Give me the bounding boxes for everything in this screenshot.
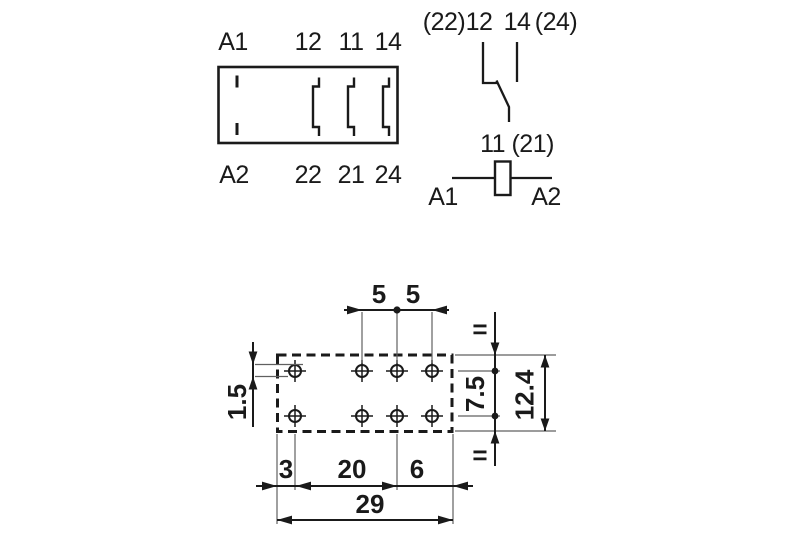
- common-terminal-label: 11 (21): [480, 130, 554, 158]
- arrowhead: [248, 351, 258, 365]
- contact-bracket-3: [381, 77, 391, 136]
- arrowhead: [540, 418, 550, 431]
- dim-row-spacing: 7.5: [460, 376, 490, 412]
- hole: [351, 360, 373, 382]
- arrowhead: [540, 355, 550, 368]
- dim-total-width: 29: [356, 489, 385, 519]
- arrowhead: [438, 515, 453, 525]
- dim-total-height: 12.4: [510, 369, 540, 420]
- equal-mark-top: =: [472, 314, 487, 344]
- terminal-label-24: (24): [535, 8, 577, 36]
- contact-schematic: (22) 12 14 (24) 11 (21) A1 A2: [423, 8, 578, 211]
- pcb-footprint: 5 5 1.5 = = 7.5: [222, 279, 556, 525]
- dimension-node-dot: [393, 306, 401, 314]
- coil-terminal-a2: A2: [531, 183, 561, 211]
- dimension-width: 3 20 6 29: [256, 434, 473, 525]
- hole: [421, 405, 443, 427]
- dim-hole-offset: 1.5: [222, 384, 252, 420]
- hole: [386, 360, 408, 382]
- pin-label-a1: A1: [218, 28, 248, 56]
- mounting-holes: [284, 360, 443, 427]
- arrowhead: [262, 481, 277, 491]
- hole: [421, 360, 443, 382]
- pin-label-12: 12: [295, 28, 322, 56]
- contact-bracket-2: [346, 77, 356, 136]
- terminal-label-22: (22): [423, 8, 465, 36]
- arrowhead: [277, 515, 292, 525]
- pin-label-14: 14: [375, 28, 402, 56]
- arrowhead: [453, 481, 468, 491]
- dimension-hole: 1.5: [222, 342, 303, 427]
- dimension-node-dot: [491, 367, 499, 375]
- pin-label-22: 22: [295, 161, 322, 189]
- hole: [284, 360, 306, 382]
- dim-pitch-right: 5: [406, 279, 420, 309]
- pin-label-a2: A2: [219, 161, 249, 189]
- pin-label-24: 24: [375, 161, 402, 189]
- arrowhead: [248, 376, 258, 390]
- dim-pitch-left: 5: [372, 279, 386, 309]
- dim-edge-right: 6: [410, 454, 424, 484]
- arrowhead: [490, 342, 500, 355]
- coil-terminal-a1: A1: [428, 183, 458, 211]
- contact-bracket-1: [311, 77, 321, 136]
- dim-edge-left: 3: [279, 454, 293, 484]
- dimension-height: = = 7.5 12.4: [455, 312, 556, 470]
- hole: [351, 405, 373, 427]
- coil-symbol: [493, 160, 512, 197]
- arrowhead: [296, 481, 311, 491]
- dim-span: 20: [338, 454, 367, 484]
- hole: [284, 405, 306, 427]
- dimension-node-dot: [491, 412, 499, 420]
- hole: [386, 405, 408, 427]
- footprint-outline: [276, 353, 454, 433]
- arrowhead: [382, 481, 397, 491]
- pin-label-21: 21: [338, 161, 365, 189]
- terminal-label-14: 14: [504, 8, 531, 36]
- nc-contact-line: [481, 42, 498, 85]
- equal-mark-bottom: =: [472, 440, 487, 470]
- relay-body-outline: [217, 65, 399, 145]
- arrowhead: [432, 305, 447, 315]
- contact-blade: [495, 80, 511, 122]
- terminal-label-12: 12: [466, 8, 493, 36]
- arrowhead: [347, 305, 362, 315]
- pin-label-11: 11: [339, 28, 364, 56]
- dimension-pitch: 5 5: [344, 279, 449, 363]
- pin-layout-diagram: A1 12 11 14 A2 22 21 24: [217, 28, 402, 189]
- arrowhead: [490, 431, 500, 444]
